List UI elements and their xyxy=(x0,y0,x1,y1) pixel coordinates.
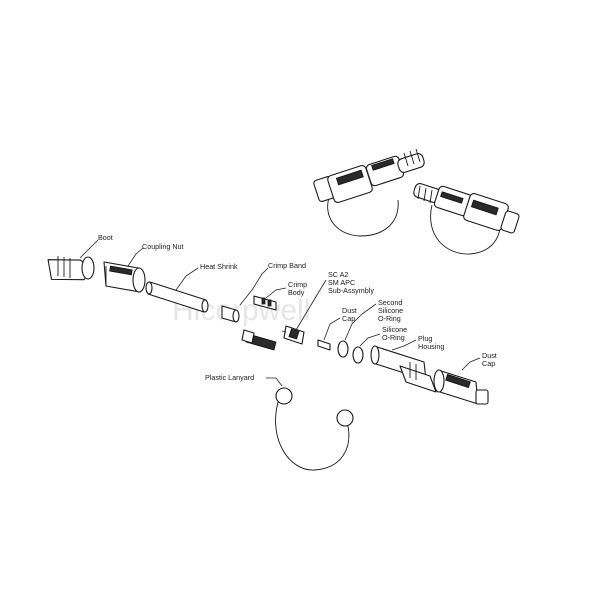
label-plug-housing-2: Housing xyxy=(418,342,444,351)
crimp-band-part xyxy=(221,305,240,323)
label-crimp-body-2: Body xyxy=(288,288,305,297)
label-boot: Boot xyxy=(98,233,113,242)
plug-housing-part xyxy=(370,345,437,393)
boot-part xyxy=(47,256,95,281)
label-sub-assembly-2: SM APC xyxy=(328,278,355,287)
label-dust-cap-small-1: Dust xyxy=(342,306,357,315)
label-sub-assembly-1: SC A2 xyxy=(328,270,348,279)
assembled-connector-right xyxy=(413,183,520,255)
label-crimp-band: Crimp Band xyxy=(268,261,306,270)
coupling-nut-part xyxy=(103,261,146,293)
plastic-lanyard-part xyxy=(275,387,354,471)
label-heat-shrink: Heat Shrink xyxy=(200,262,238,271)
crimp-body-part xyxy=(253,295,277,311)
label-plug-housing-1: Plug xyxy=(418,334,432,343)
label-coupling-nut: Coupling Nut xyxy=(142,242,184,251)
label-second-oring-3: O-Ring xyxy=(378,314,401,323)
label-silicone-oring-1: Silicone xyxy=(382,325,407,334)
assembled-connector-left xyxy=(313,148,425,237)
label-sub-assembly-3: Sub-Assymbly xyxy=(328,286,374,295)
label-dust-cap-2: Cap xyxy=(482,359,495,368)
dust-cap-part xyxy=(433,369,489,405)
label-dust-cap-1: Dust xyxy=(482,351,497,360)
label-silicone-oring-2: O-Ring xyxy=(382,333,405,342)
sc-sub-assembly-part xyxy=(281,325,305,345)
label-dust-cap-small-2: Cap xyxy=(342,314,355,323)
fiber-assembly-part xyxy=(241,329,277,351)
label-second-oring-1: Second xyxy=(378,298,402,307)
label-second-oring-2: Silicone xyxy=(378,306,403,315)
label-crimp-body-1: Crimp xyxy=(288,280,307,289)
leader-lines xyxy=(79,239,481,387)
heat-shrink-part xyxy=(145,281,209,313)
small-dust-cap-part xyxy=(317,339,331,351)
label-plastic-lanyard: Plastic Lanyard xyxy=(205,373,254,382)
second-oring-part xyxy=(337,340,349,358)
silicone-oring-part xyxy=(352,346,364,364)
